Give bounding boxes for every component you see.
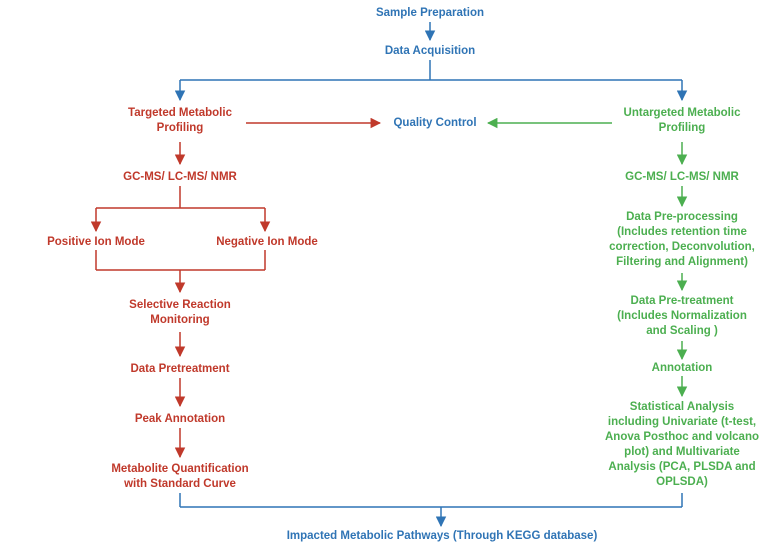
node-data-pre-treatment: Data Pre-treatment (Includes Normalizatio… (617, 294, 747, 339)
node-untargeted-instruments: GC-MS/ LC-MS/ NMR (625, 170, 739, 185)
node-line: Data Pretreatment (130, 363, 230, 375)
node-line: with Standard Curve (124, 478, 236, 490)
node-line: Impacted Metabolic Pathways (Through KEG… (286, 530, 598, 542)
node-line: Annotation (651, 362, 713, 374)
node-line: Statistical Analysis (629, 401, 735, 413)
node-line: GC-MS/ LC-MS/ NMR (123, 171, 237, 183)
node-line: Metabolite Quantification (111, 463, 249, 475)
node-line: Filtering and Alignment) (616, 256, 748, 268)
node-line: Quality Control (393, 117, 477, 129)
node-line: GC-MS/ LC-MS/ NMR (625, 171, 739, 183)
node-impacted-pathways: Impacted Metabolic Pathways (Through KEG… (287, 529, 598, 544)
node-line: Data Pre-treatment (630, 295, 734, 307)
node-line: Negative Ion Mode (216, 236, 318, 248)
node-line: OPLSDA) (656, 476, 708, 488)
node-data-acquisition: Data Acquisition (385, 44, 475, 59)
node-line: (Includes Normalization (617, 310, 747, 322)
node-data-preprocessing: Data Pre-processing (Includes retention t… (609, 210, 755, 270)
node-quality-control: Quality Control (393, 116, 476, 131)
node-targeted-instruments: GC-MS/ LC-MS/ NMR (123, 170, 237, 185)
node-line: including Univariate (t-test, (607, 416, 757, 428)
node-peak-annotation: Peak Annotation (135, 412, 225, 427)
node-line: Positive Ion Mode (47, 236, 145, 248)
node-data-pretreatment: Data Pretreatment (130, 362, 229, 377)
node-line: Untargeted Metabolic (623, 107, 741, 119)
node-line: Analysis (PCA, PLSDA and (608, 461, 756, 473)
node-line: Targeted Metabolic (128, 107, 232, 119)
node-line: plot) and Multivariate (624, 446, 740, 458)
node-line: and Scaling ) (646, 325, 718, 337)
node-line: Profiling (156, 122, 204, 134)
node-line: Profiling (658, 122, 706, 134)
node-sample-preparation: Sample Preparation (376, 6, 484, 21)
node-metabolite-quantification: Metabolite Quantification with Standard C… (111, 462, 248, 492)
node-line: Peak Annotation (134, 413, 226, 425)
node-line: Anova Posthoc and volcano (605, 431, 759, 443)
node-line: Monitoring (150, 314, 210, 326)
node-line: (Includes retention time (617, 226, 747, 238)
node-annotation: Annotation (652, 361, 713, 376)
node-line: Data Pre-processing (626, 211, 738, 223)
node-line: Sample Preparation (375, 7, 485, 19)
node-line: correction, Deconvolution, (609, 241, 755, 253)
node-line: Selective Reaction (129, 299, 231, 311)
node-positive-ion-mode: Positive Ion Mode (47, 235, 145, 250)
node-line: Data Acquisition (384, 45, 476, 57)
node-negative-ion-mode: Negative Ion Mode (216, 235, 318, 250)
node-statistical-analysis: Statistical Analysis including Univariate… (605, 400, 759, 490)
